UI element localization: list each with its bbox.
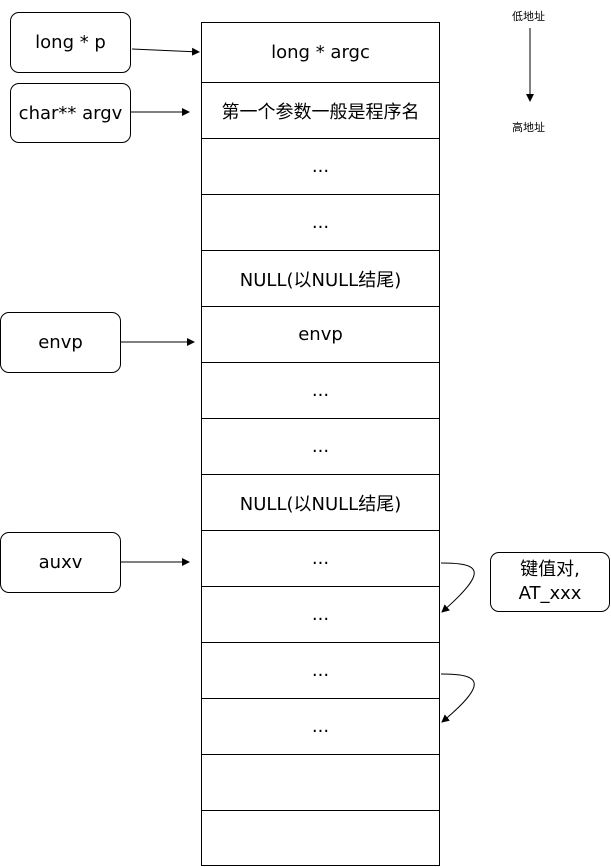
cell-envp-ellipsis-2: ...: [201, 418, 440, 475]
cell-envp-null: NULL(以NULL结尾): [201, 474, 440, 531]
cell-envp: envp: [201, 306, 440, 363]
pointer-box-envp: envp: [0, 312, 121, 373]
cell-auxv-ellipsis-4: ...: [201, 698, 440, 755]
cell-empty-2: [201, 810, 440, 866]
cell-argv-null: NULL(以NULL结尾): [201, 250, 440, 307]
pointer-box-auxv: auxv: [0, 532, 121, 593]
pointer-box-argv: char** argv: [10, 83, 131, 143]
curve-arrow-pair-2: [440, 673, 475, 723]
cell-argv-ellipsis-2: ...: [201, 194, 440, 251]
cell-auxv-ellipsis-3: ...: [201, 642, 440, 699]
cell-envp-ellipsis-1: ...: [201, 362, 440, 419]
cell-program-name: 第一个参数一般是程序名: [201, 82, 440, 139]
cell-argc: long * argc: [201, 22, 440, 83]
cell-argv-ellipsis-1: ...: [201, 138, 440, 195]
curve-arrow-pair-1: [440, 562, 475, 613]
low-address-label: 低地址: [512, 10, 545, 23]
note-line-2: AT_xxx: [518, 583, 582, 604]
cell-auxv-ellipsis-1: ...: [201, 530, 440, 587]
high-address-label: 高地址: [512, 121, 545, 134]
arrow-p-to-argc: [131, 47, 200, 56]
note-key-value-box: 键值对, AT_xxx: [490, 552, 610, 612]
note-line-1: 键值对,: [520, 559, 580, 580]
pointer-box-p: long * p: [10, 12, 131, 73]
cell-empty-1: [201, 754, 440, 811]
cell-auxv-ellipsis-2: ...: [201, 586, 440, 643]
